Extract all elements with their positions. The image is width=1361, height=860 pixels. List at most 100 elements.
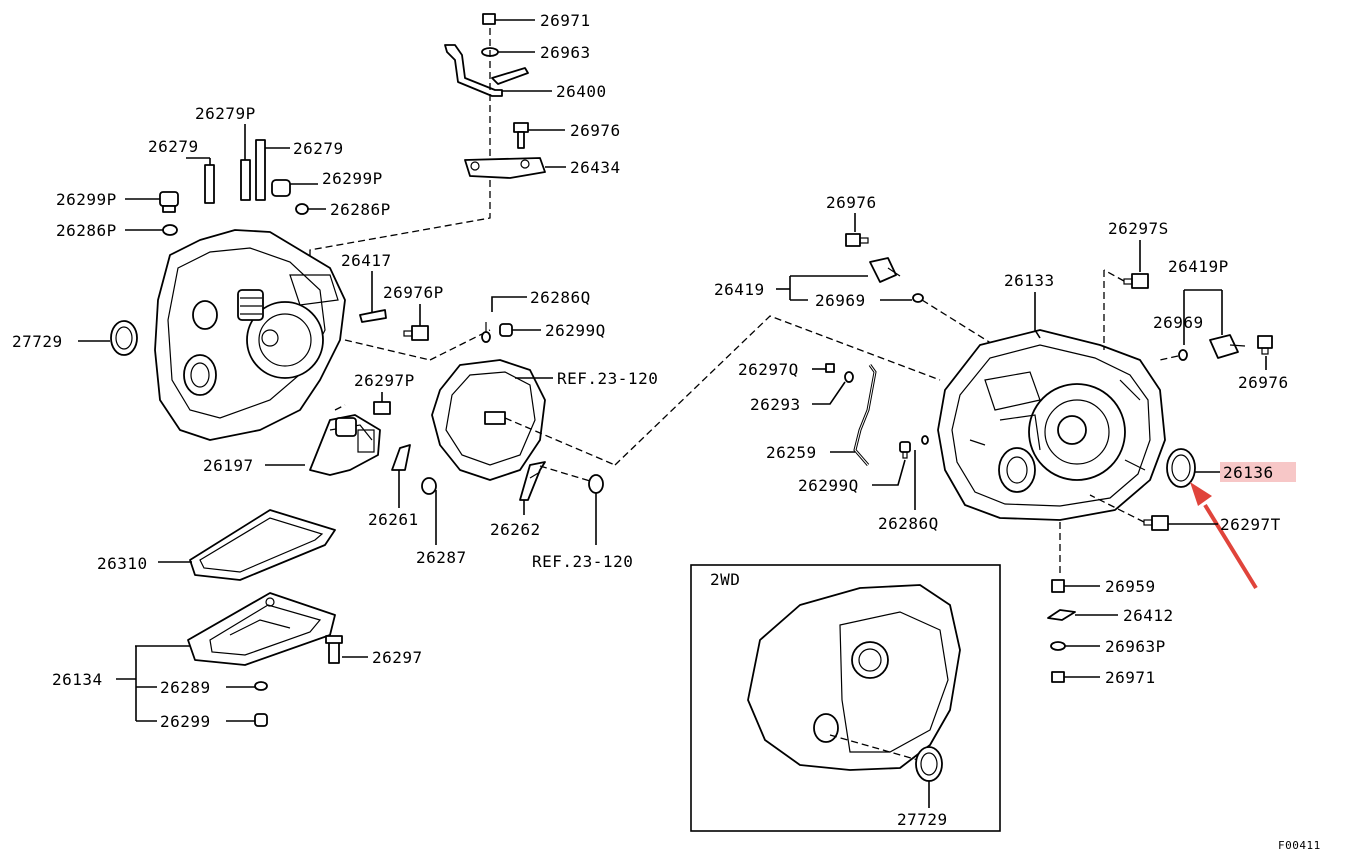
label-ref-23-120-top: REF.23-120 bbox=[557, 369, 658, 388]
gasket-26289-part bbox=[254, 681, 268, 691]
label-26297P: 26297P bbox=[354, 371, 415, 390]
oring-26286Q-right-part bbox=[921, 435, 929, 445]
oring-26286P-left-part bbox=[162, 224, 178, 236]
highlight-26136 bbox=[1220, 462, 1296, 482]
label-26136: 26136 bbox=[1223, 463, 1274, 482]
stud-26279-parts bbox=[204, 139, 266, 204]
bolt-26297S-part bbox=[1123, 273, 1149, 289]
sensor-26419-part bbox=[869, 257, 901, 283]
washer-26963P-part bbox=[1050, 641, 1066, 651]
plug-26299-part bbox=[254, 713, 268, 727]
pin-ref-part bbox=[588, 474, 604, 494]
washer-26287-part bbox=[421, 477, 437, 495]
bolt-26976-right-part bbox=[1257, 335, 1273, 355]
label-26279-left: 26279 bbox=[148, 137, 199, 156]
nut-26971-right-part bbox=[1051, 671, 1065, 683]
bracket-26261-part bbox=[391, 444, 411, 471]
rod-26412-part bbox=[1047, 609, 1076, 621]
label-26412: 26412 bbox=[1123, 606, 1174, 625]
seal-27729-left-part bbox=[110, 320, 138, 356]
label-26286Q-left: 26286Q bbox=[530, 288, 591, 307]
label-27729-2wd: 27729 bbox=[897, 810, 948, 829]
label-26976P: 26976P bbox=[383, 283, 444, 302]
bolt-26297-part bbox=[325, 635, 343, 664]
label-26969-right: 26969 bbox=[1153, 313, 1204, 332]
label-26259: 26259 bbox=[766, 443, 817, 462]
label-26134: 26134 bbox=[52, 670, 103, 689]
bolt-26297Q-part bbox=[825, 363, 835, 373]
label-26293: 26293 bbox=[750, 395, 801, 414]
case-2wd-part bbox=[747, 584, 961, 771]
label-26299Q-left: 26299Q bbox=[545, 321, 606, 340]
oring-26969-right-part bbox=[1178, 349, 1188, 361]
nut-26971-part bbox=[482, 13, 496, 25]
bolt-26297T-part bbox=[1143, 515, 1169, 531]
label-2wd: 2WD bbox=[710, 570, 740, 589]
label-26434: 26434 bbox=[570, 158, 621, 177]
label-26286Q-right: 26286Q bbox=[878, 514, 939, 533]
label-26297: 26297 bbox=[372, 648, 423, 667]
label-26197: 26197 bbox=[203, 456, 254, 475]
transaxle-case-right-part bbox=[937, 329, 1166, 521]
switch-26434-part bbox=[464, 157, 546, 179]
plug-26299P-left-part bbox=[159, 191, 179, 213]
shift-lever-26400-part bbox=[444, 44, 529, 97]
bracket-26417-part bbox=[359, 309, 387, 323]
oil-pan-26134-part bbox=[187, 592, 336, 666]
label-26286P-left: 26286P bbox=[56, 221, 117, 240]
label-26299P-right: 26299P bbox=[322, 169, 383, 188]
transaxle-case-left-part bbox=[154, 229, 346, 441]
bolt-26297P-part bbox=[373, 401, 391, 415]
label-26310: 26310 bbox=[97, 554, 148, 573]
box-2wd bbox=[690, 564, 1001, 832]
lever-26262-part bbox=[519, 461, 546, 501]
figure-code: F00411 bbox=[1278, 839, 1321, 852]
label-26279P: 26279P bbox=[195, 104, 256, 123]
tube-26259-part bbox=[853, 364, 877, 466]
oring-26969-mid-part bbox=[912, 293, 924, 303]
clip-26293-part bbox=[844, 371, 854, 383]
label-26969-mid: 26969 bbox=[815, 291, 866, 310]
label-26286P-right: 26286P bbox=[330, 200, 391, 219]
label-26959: 26959 bbox=[1105, 577, 1156, 596]
label-26287: 26287 bbox=[416, 548, 467, 567]
bushing-26959-part bbox=[1051, 579, 1065, 593]
label-26976-top: 26976 bbox=[570, 121, 621, 140]
label-26971: 26971 bbox=[540, 11, 591, 30]
solenoid-26197-part bbox=[309, 414, 381, 476]
label-26419: 26419 bbox=[714, 280, 765, 299]
seal-27729-2wd-part bbox=[915, 746, 943, 782]
bolt-26976-mid-part bbox=[845, 233, 869, 247]
sensor-26419P-part bbox=[1209, 334, 1246, 359]
label-26297T: 26297T bbox=[1220, 515, 1281, 534]
plug-26299P-right-part bbox=[271, 179, 291, 197]
label-26963: 26963 bbox=[540, 43, 591, 62]
gasket-ref-part bbox=[431, 359, 546, 481]
label-26299: 26299 bbox=[160, 712, 211, 731]
label-26963P: 26963P bbox=[1105, 637, 1166, 656]
label-26976-right: 26976 bbox=[1238, 373, 1289, 392]
label-26299P-left: 26299P bbox=[56, 190, 117, 209]
label-26262: 26262 bbox=[490, 520, 541, 539]
label-26297Q: 26297Q bbox=[738, 360, 799, 379]
red-arrow-indicator bbox=[1190, 482, 1258, 590]
oring-26286Q-left-part bbox=[481, 331, 491, 343]
oring-26286P-right-part bbox=[295, 203, 309, 215]
label-27729-left: 27729 bbox=[12, 332, 63, 351]
plug-26299Q-left-part bbox=[499, 323, 513, 337]
label-26299Q-right: 26299Q bbox=[798, 476, 859, 495]
bolt-26976-part bbox=[513, 122, 529, 149]
label-26297S: 26297S bbox=[1108, 219, 1169, 238]
label-26261: 26261 bbox=[368, 510, 419, 529]
label-26289: 26289 bbox=[160, 678, 211, 697]
label-26417: 26417 bbox=[341, 251, 392, 270]
gasket-26310-part bbox=[189, 509, 336, 581]
label-26133: 26133 bbox=[1004, 271, 1055, 290]
label-26976-mid: 26976 bbox=[826, 193, 877, 212]
bolt-26976P-part bbox=[403, 325, 429, 341]
label-ref-23-120-bottom: REF.23-120 bbox=[532, 552, 633, 571]
label-26419P: 26419P bbox=[1168, 257, 1229, 276]
oil-seal-26136-part bbox=[1166, 448, 1196, 488]
